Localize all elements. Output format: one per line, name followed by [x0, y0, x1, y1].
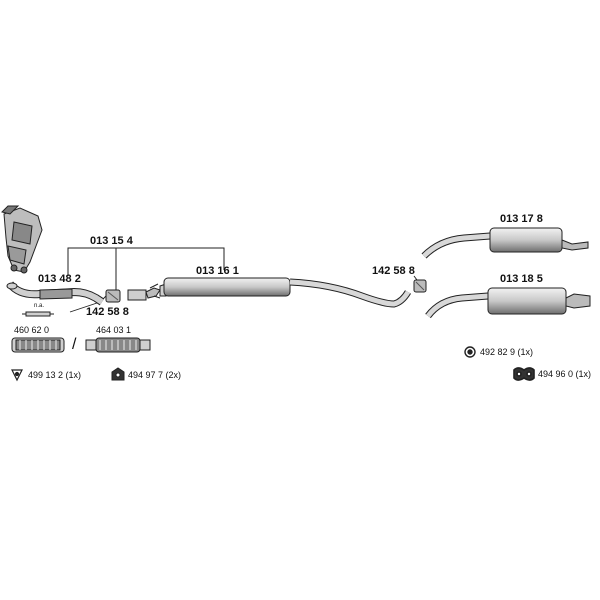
label-flex-pipe-b: 464 03 1 — [96, 325, 132, 335]
label-middle-silencer: 013 16 1 — [196, 265, 239, 277]
label-gasket: 499 13 2 (1x) — [28, 370, 82, 380]
label-mounting-rubber-c: 494 96 0 (1x) — [538, 369, 592, 379]
downpipe-part — [6, 281, 105, 306]
catalytic-converter-icon — [1, 205, 43, 274]
front-pipe-bracket — [67, 247, 225, 294]
mounting-rubber-a-icon — [111, 367, 125, 381]
rear-silencer-lower-part — [425, 287, 591, 319]
label-not-applicable: n.a. — [34, 303, 45, 309]
front-pipe-part — [127, 283, 161, 301]
label-downpipe: 013 48 2 — [38, 273, 81, 285]
label-clamp-left: 142 58 8 — [86, 306, 129, 318]
flex-pipe-b-part — [85, 337, 151, 353]
label-mounting-rubber-b: 492 82 9 (1x) — [480, 347, 534, 357]
label-front-pipe: 013 15 4 — [90, 235, 133, 247]
sensor-part — [22, 311, 54, 317]
middle-silencer-part — [159, 277, 412, 308]
rear-silencer-upper-part — [421, 227, 589, 259]
label-clamp-right: 142 58 8 — [372, 265, 415, 277]
gasket-icon — [11, 369, 23, 382]
label-flex-pipe-a: 460 62 0 — [14, 325, 50, 335]
label-rear-silencer-lower: 013 18 5 — [500, 273, 543, 285]
clamp-right-icon — [413, 279, 427, 293]
label-mounting-rubber-a: 494 97 7 (2x) — [128, 370, 182, 380]
clamp-left-icon — [105, 289, 121, 303]
mounting-rubber-b-icon — [464, 346, 476, 358]
or-separator: / — [72, 336, 77, 353]
mounting-rubber-c-icon — [513, 367, 535, 381]
label-rear-silencer-upper: 013 17 8 — [500, 213, 543, 225]
flex-pipe-a-part — [11, 337, 65, 353]
